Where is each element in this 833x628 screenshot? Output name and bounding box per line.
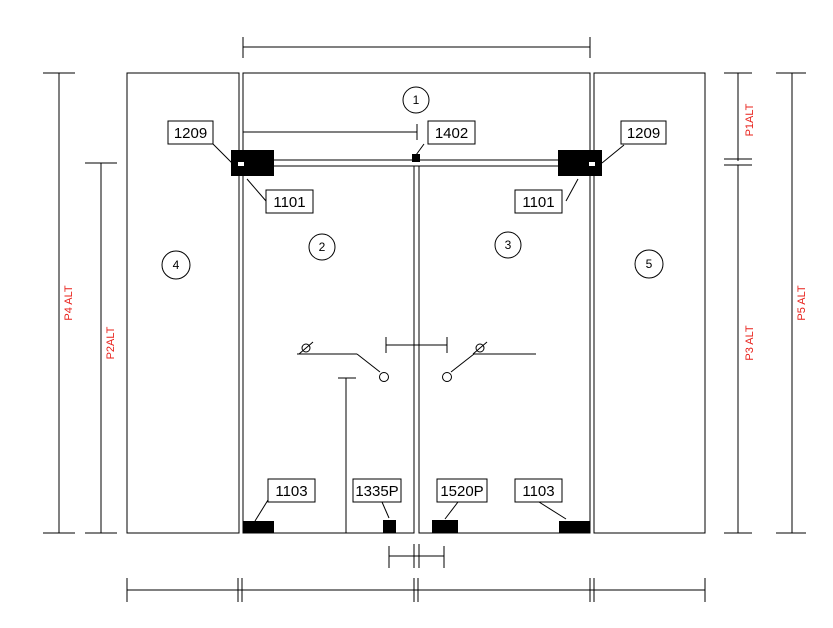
callout-1101-right-text: 1101 bbox=[522, 194, 554, 211]
callout-1209-left: 1209 bbox=[167, 120, 214, 145]
callout-1209-right-text: 1209 bbox=[627, 125, 660, 142]
handle-right bbox=[442, 341, 536, 382]
callout-1520p: 1520P bbox=[436, 478, 488, 503]
side-panel-right bbox=[593, 72, 706, 534]
transom-panel bbox=[242, 72, 591, 161]
center-lock-keeper bbox=[412, 154, 420, 162]
p4-height-dimension bbox=[43, 72, 75, 534]
handle-height-dimension bbox=[338, 377, 356, 533]
callout-1402-text: 1402 bbox=[435, 125, 468, 142]
panel-5-number: 5 bbox=[646, 257, 653, 271]
callout-1520p-text: 1520P bbox=[440, 483, 483, 500]
p2-height-dimension bbox=[85, 162, 117, 534]
panel-4-marker: 4 bbox=[161, 250, 191, 280]
panel-2-marker: 2 bbox=[308, 233, 336, 261]
p4-alt-label: P4 ALT bbox=[63, 285, 75, 321]
callout-1101-left: 1101 bbox=[265, 189, 314, 214]
bottom-width-dimension bbox=[126, 578, 706, 602]
panel-3-marker: 3 bbox=[494, 231, 522, 259]
patch-fitting-left bbox=[231, 150, 274, 176]
p1-alt-label: P1ALT bbox=[744, 103, 756, 136]
panel-1-marker: 1 bbox=[402, 86, 430, 114]
callout-1101-right: 1101 bbox=[514, 189, 563, 214]
callout-1103-right: 1103 bbox=[514, 478, 563, 503]
p1-height-dimension bbox=[724, 72, 752, 161]
patch-slot-left bbox=[238, 162, 244, 166]
handle-left bbox=[297, 341, 389, 382]
p3-alt-label: P3 ALT bbox=[744, 325, 756, 361]
callout-1101-left-text: 1101 bbox=[273, 194, 305, 211]
callout-1103-left-text: 1103 bbox=[275, 483, 307, 500]
floor-lock-left bbox=[383, 520, 396, 533]
handle-spacing-dimension bbox=[385, 337, 448, 353]
p3-height-dimension bbox=[724, 164, 752, 534]
bottom-patch-right bbox=[559, 521, 590, 533]
p5-height-dimension bbox=[776, 72, 806, 534]
panel-4-number: 4 bbox=[173, 258, 180, 272]
p5-alt-label: P5 ALT bbox=[796, 285, 808, 321]
door-leaf-left bbox=[242, 165, 415, 534]
callout-leaders bbox=[212, 143, 625, 522]
panel-5-marker: 5 bbox=[634, 249, 664, 279]
panel-3-number: 3 bbox=[505, 238, 512, 252]
callout-1209-left-text: 1209 bbox=[174, 125, 207, 142]
door-leaf-right bbox=[418, 165, 591, 534]
panel-2-number: 2 bbox=[319, 240, 326, 254]
floor-lock-right bbox=[432, 520, 458, 533]
bottom-gap-dimension bbox=[388, 544, 445, 568]
p2-alt-label: P2ALT bbox=[105, 326, 117, 359]
patch-slot-right bbox=[589, 162, 595, 166]
callout-1402: 1402 bbox=[427, 120, 476, 145]
transom-dimension bbox=[243, 124, 418, 140]
top-width-dimension bbox=[242, 37, 591, 58]
callout-1209-right: 1209 bbox=[620, 120, 667, 145]
panel-1-number: 1 bbox=[413, 93, 420, 107]
callout-1335p-text: 1335P bbox=[355, 483, 398, 500]
callout-1335p: 1335P bbox=[352, 478, 402, 503]
callout-1103-right-text: 1103 bbox=[522, 483, 554, 500]
bottom-patch-left bbox=[243, 521, 274, 533]
side-panel-left bbox=[126, 72, 240, 534]
callout-1103-left: 1103 bbox=[267, 478, 316, 503]
patch-fitting-right bbox=[558, 150, 602, 176]
